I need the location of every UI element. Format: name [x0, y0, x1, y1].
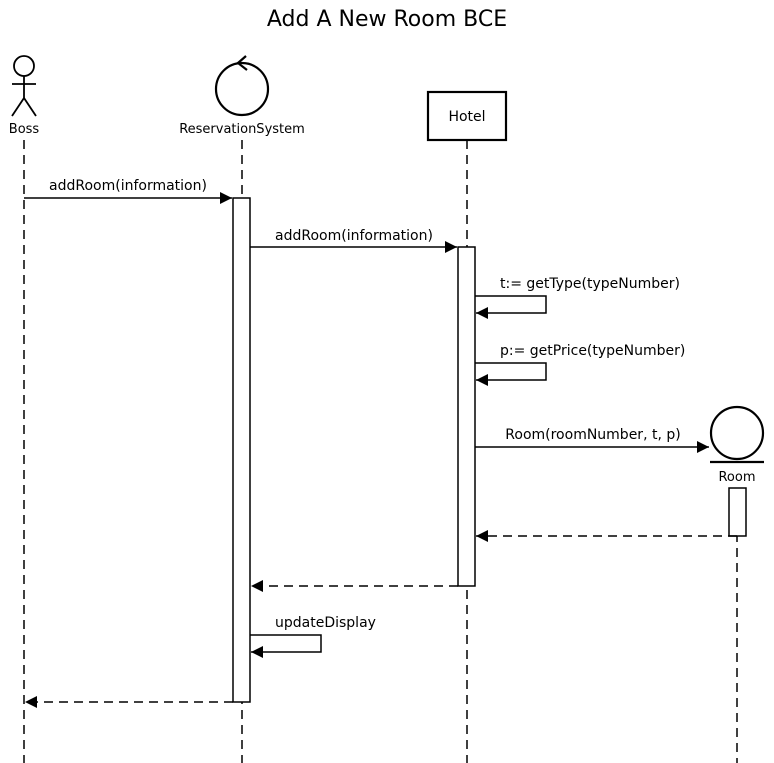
boss-label: Boss	[9, 122, 40, 137]
hotel-box	[426, 90, 508, 142]
self-call-arrow-2	[475, 362, 547, 386]
entity-icon	[709, 405, 765, 464]
message-label-5: Room(roomNumber, t, p)	[505, 427, 680, 443]
self-call-arrow-1	[475, 295, 547, 319]
message-label-3: t:= getType(typeNumber)	[500, 276, 680, 292]
system-activation-bar	[232, 197, 251, 703]
self-call-arrow-3	[250, 634, 322, 658]
reservation-system-label: ReservationSystem	[179, 122, 305, 137]
message-label-4: p:= getPrice(typeNumber)	[500, 343, 685, 359]
boss-actor-icon	[11, 55, 37, 117]
message-label-1: addRoom(information)	[49, 178, 207, 194]
hotel-activation-bar	[457, 246, 476, 587]
hotel-label: Hotel	[448, 109, 485, 125]
room-label: Room	[718, 470, 755, 485]
control-icon	[214, 55, 270, 117]
message-label-6: updateDisplay	[275, 615, 376, 631]
diagram-title: Add A New Room BCE	[267, 7, 507, 32]
room-activation-bar	[728, 487, 747, 537]
message-label-2: addRoom(information)	[275, 228, 433, 244]
